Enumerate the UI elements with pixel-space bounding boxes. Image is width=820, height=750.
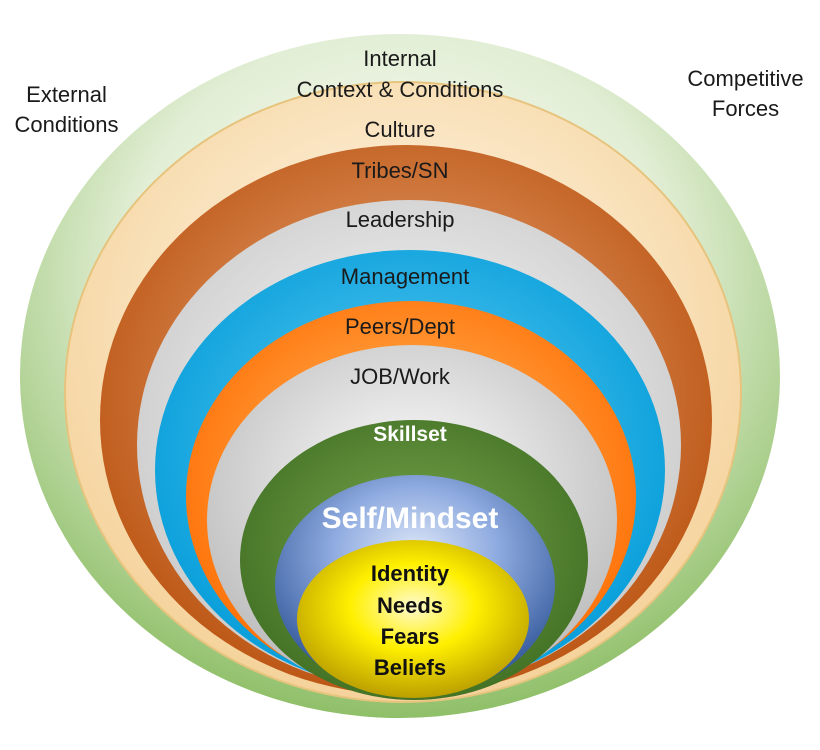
- competitive-line-1: Competitive: [687, 66, 804, 91]
- culture-label: Culture: [364, 117, 436, 142]
- core-identity-label: Identity: [370, 561, 450, 586]
- competitive-line-2: Forces: [711, 96, 780, 121]
- competitive-forces-label: Competitive Forces: [668, 64, 820, 124]
- leadership-label: Leadership: [345, 207, 455, 232]
- internal-line-2: Context & Conditions: [296, 77, 504, 102]
- core-beliefs-label: Beliefs: [373, 655, 447, 680]
- external-line-2: Conditions: [14, 112, 119, 137]
- tribes-label: Tribes/SN: [351, 158, 449, 183]
- external-conditions-label: External Conditions: [4, 80, 129, 140]
- peers-label: Peers/Dept: [344, 314, 456, 339]
- skillset-label: Skillset: [373, 423, 447, 446]
- self-mindset-label: Self/Mindset: [321, 502, 499, 535]
- core-needs-label: Needs: [376, 593, 444, 618]
- management-label: Management: [340, 264, 470, 289]
- job-label: JOB/Work: [350, 364, 450, 389]
- internal-line-1: Internal: [363, 46, 437, 71]
- core-fears-label: Fears: [380, 624, 440, 649]
- ring-core: [297, 540, 529, 698]
- external-line-1: External: [26, 82, 107, 107]
- internal-context-label: Internal Context & Conditions: [280, 43, 520, 105]
